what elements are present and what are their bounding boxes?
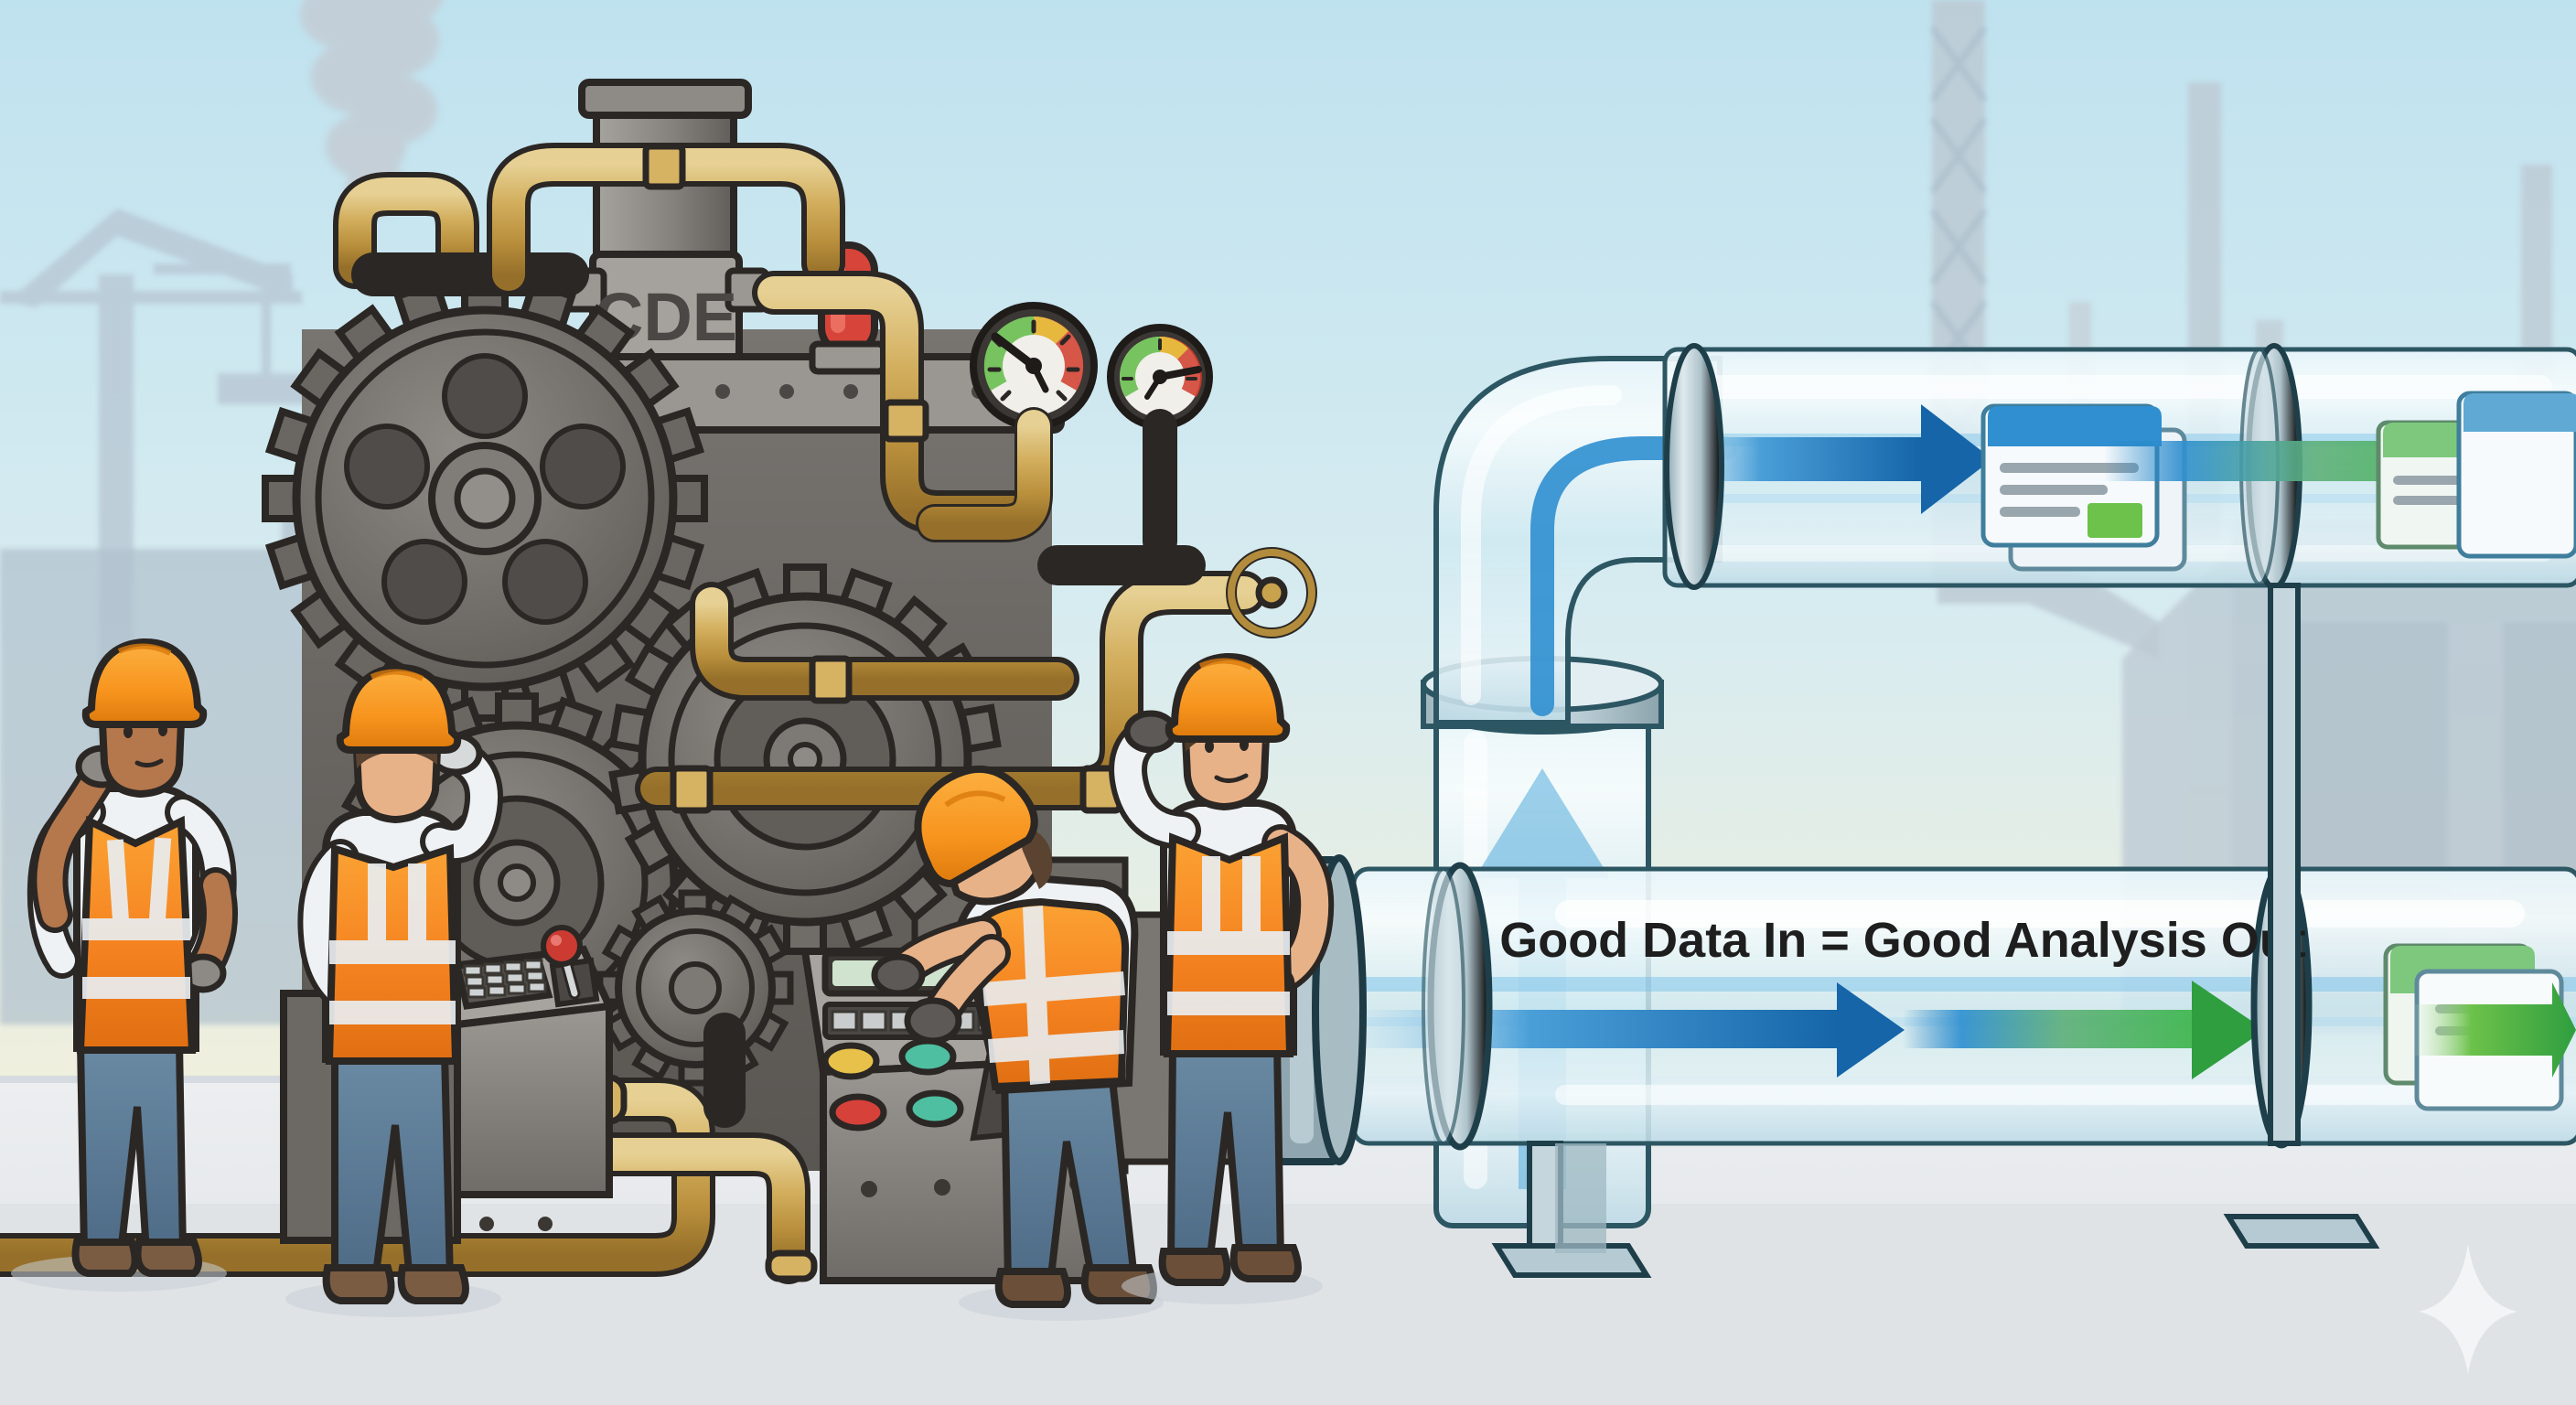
pipe-joint-upper-right bbox=[1664, 343, 1724, 590]
valve-wheel bbox=[1226, 547, 1317, 638]
worker2-boot-left bbox=[322, 1264, 395, 1304]
worker-hand-on-hip bbox=[1109, 652, 1335, 1304]
lever-red-knob[interactable] bbox=[541, 925, 600, 1008]
data-card-green-upper bbox=[2376, 391, 2576, 559]
worker4-arm-right bbox=[1260, 830, 1329, 992]
sparkle-star bbox=[2419, 1244, 2517, 1374]
worker1-vest-stripes bbox=[82, 837, 190, 999]
data-card-green-lower bbox=[2383, 943, 2576, 1111]
button-yellow bbox=[821, 1042, 880, 1080]
flow-line-blue-elbow bbox=[1530, 436, 1737, 716]
glass-data-pipeline: Good Data In = Good Analysis Out bbox=[1351, 343, 2576, 1278]
gear-large-upper-left bbox=[262, 275, 708, 722]
worker-scratching-head-far-left bbox=[11, 638, 238, 1292]
gear-medium-center bbox=[608, 563, 1002, 955]
lower-pipe-run: Good Data In = Good Analysis Out bbox=[1351, 862, 2576, 1151]
worker3-boot-left bbox=[994, 1268, 1071, 1308]
button-red bbox=[829, 1093, 887, 1132]
pipeline-caption: Good Data In = Good Analysis Out bbox=[1499, 913, 2306, 968]
worker2-arm-right bbox=[425, 745, 498, 859]
pipe-support-right bbox=[2223, 583, 2380, 1249]
worker-at-keypad bbox=[285, 663, 503, 1317]
panel-left-bolts bbox=[479, 1217, 553, 1231]
pipe-elbow-bend bbox=[1433, 356, 1737, 725]
worker4-arm-left bbox=[1114, 724, 1196, 844]
pressure-gauge-left bbox=[970, 302, 1098, 430]
button-green-upper bbox=[898, 1037, 957, 1076]
keypad-grid[interactable] bbox=[453, 953, 553, 1010]
upper-pipe-run bbox=[1662, 343, 2576, 590]
worker2-vest-stripes bbox=[329, 863, 456, 1024]
worker3-helmet bbox=[914, 766, 1038, 888]
pipe-support-left bbox=[1491, 1141, 1652, 1278]
indicator-buttons[interactable] bbox=[821, 1037, 964, 1132]
data-card-blue-upper bbox=[1980, 403, 2187, 572]
worker4-boot-left bbox=[1158, 1248, 1231, 1286]
worker4-helmet bbox=[1165, 652, 1291, 743]
worker2-helmet bbox=[336, 663, 462, 754]
worker3-glove-right bbox=[904, 997, 962, 1045]
button-green-lower bbox=[906, 1089, 964, 1128]
worker3-vest-stripes bbox=[982, 906, 1125, 1085]
worker2-boot-right bbox=[397, 1264, 469, 1304]
arrow-green-lower bbox=[1903, 981, 2265, 1079]
worker3-glove-left bbox=[871, 953, 926, 997]
worker4-boot-right bbox=[1229, 1244, 1302, 1282]
pipe-joint-lower-left bbox=[1422, 862, 1493, 1151]
worker4-vest-stripes bbox=[1167, 856, 1290, 1015]
worker-bent-over-panel bbox=[871, 766, 1164, 1321]
worker1-boot-right bbox=[134, 1239, 202, 1277]
worker1-boot-left bbox=[71, 1239, 139, 1277]
worker1-helmet bbox=[81, 638, 208, 728]
